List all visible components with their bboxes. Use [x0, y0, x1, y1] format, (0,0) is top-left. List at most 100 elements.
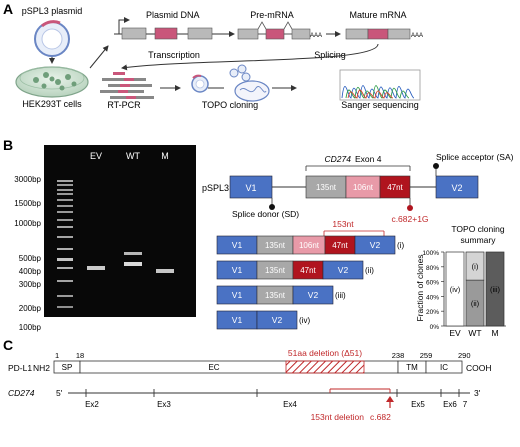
domain-ec: EC: [208, 363, 219, 372]
isoform-iv-label: (iv): [299, 316, 310, 325]
cooh-label: COOH: [466, 363, 492, 373]
position-290: 290: [458, 351, 471, 360]
position-18: 18: [76, 351, 84, 360]
plasmid-label: pSPL3 plasmid: [22, 6, 83, 16]
sanger-label: Sanger sequencing: [341, 100, 419, 110]
rt-pcr-icon: [100, 72, 154, 99]
agarose-gel-image: [44, 145, 196, 317]
five-prime-label: 5': [56, 388, 63, 398]
ladder-label-1000bp: 1000bp: [14, 219, 41, 228]
nt-deletion-label: 153nt deletion: [311, 412, 365, 422]
chart-y-axis-label: Fraction of clones: [415, 254, 425, 321]
transcription-label: Transcription: [148, 50, 200, 60]
construct-47: 47nt: [387, 183, 403, 192]
ladder-label-1500bp: 1500bp: [14, 199, 41, 208]
aa-deletion-label: 51aa deletion (Δ51): [288, 348, 362, 358]
isoform-i-106: 106nt: [299, 241, 320, 250]
x-category-label: M: [491, 328, 498, 338]
isoform-i-v1: V1: [232, 240, 243, 250]
isoform-iv-v1: V1: [232, 315, 243, 325]
cells-to-dna-arrow: [89, 45, 109, 69]
cell-dish-icon: [15, 66, 89, 98]
variant-label: c.682: [370, 412, 391, 422]
position-238: 238: [392, 351, 405, 360]
pre-mrna-polya: AAA: [310, 33, 322, 39]
three-prime-label: 3': [474, 388, 481, 398]
ladder-label-100bp: 100bp: [19, 323, 42, 332]
y-tick-label: 40%: [426, 294, 439, 301]
isoform-iii-135: 135nt: [265, 291, 286, 300]
isoform-ii-label: (ii): [365, 266, 374, 275]
bar-segment-label: (ii): [471, 299, 480, 308]
nh2-label: NH2: [33, 363, 50, 373]
y-tick-label: 60%: [426, 280, 439, 287]
gel-lane-wt: WT: [126, 151, 140, 161]
isoform-ii-v2: V2: [338, 265, 349, 275]
mature-mrna-label: Mature mRNA: [349, 10, 406, 20]
plasmid-dna-label: Plasmid DNA: [146, 10, 200, 20]
bar-segment-wt: [465, 251, 485, 281]
construct-v2: V2: [451, 183, 462, 193]
ladder-label-300bp: 300bp: [19, 280, 42, 289]
isoform-iv-v2: V2: [272, 315, 283, 325]
pre-mrna-label: Pre-mRNA: [250, 10, 294, 20]
isoform-iii-v1: V1: [232, 290, 243, 300]
isoform-iii: [216, 285, 334, 305]
vector-label: pSPL3: [202, 183, 229, 193]
gene-diagram: [68, 388, 470, 408]
exon-6-label: Ex6: [443, 400, 457, 409]
exon-7-label: 7: [463, 400, 468, 409]
gel-lane-m: M: [161, 151, 169, 161]
bar-segment-label: (i): [472, 262, 479, 271]
ladder-label-400bp: 400bp: [19, 267, 42, 276]
mature-mrna-polya: AAA: [411, 33, 423, 39]
exon-gene-label: CD274: [325, 154, 352, 164]
isoform-i: [216, 230, 396, 255]
position-1: 1: [55, 351, 59, 360]
protein-diagram: [53, 360, 463, 374]
gene-name: CD274: [8, 388, 35, 398]
y-tick-label: 0%: [430, 324, 440, 331]
mature-mrna-diagram: [345, 28, 411, 40]
construct-v1: V1: [245, 183, 256, 193]
plasmid-dna-diagram: [114, 17, 218, 40]
exon-number-label: Exon 4: [355, 154, 382, 164]
isoform-ii-47: 47nt: [300, 266, 316, 275]
isoform-ii-v1: V1: [232, 265, 243, 275]
y-tick-label: 20%: [426, 309, 439, 316]
splice-acceptor-label: Splice acceptor (SA): [436, 152, 514, 162]
panel-c-letter: C: [3, 337, 13, 353]
isoform-i-label: (i): [397, 241, 404, 250]
gel-lane-labels: EV WT M: [90, 151, 169, 161]
y-tick-label: 80%: [426, 265, 439, 272]
construct-135: 135nt: [316, 183, 337, 192]
y-tick-label: 100%: [422, 250, 439, 257]
domain-ic: IC: [440, 363, 448, 372]
isoform-iii-label: (iii): [335, 291, 346, 300]
panel-a-letter: A: [3, 1, 13, 17]
bar-segment-ev: [445, 251, 465, 327]
domain-sp: SP: [62, 363, 73, 372]
isoform-i-47: 47nt: [332, 241, 348, 250]
isoform-iv: [216, 310, 298, 330]
gel-lane-ev: EV: [90, 151, 102, 161]
return-arrow: [121, 43, 379, 71]
bar-segment-label: (iii): [490, 285, 500, 294]
bracket-153nt-label: 153nt: [332, 219, 354, 229]
chart-title-line2: summary: [461, 235, 497, 245]
bar-segment-m: [485, 251, 505, 327]
ladder-label-3000bp: 3000bp: [14, 175, 41, 184]
pspl3-construct: [229, 163, 479, 211]
domain-tm: TM: [406, 363, 418, 372]
isoform-i-v2: V2: [370, 240, 381, 250]
rt-pcr-label: RT-PCR: [107, 100, 141, 110]
gel-ladder-labels: 3000bp1500bp1000bp500bp400bp300bp200bp10…: [14, 175, 41, 332]
mutation-label: c.682+1G: [391, 214, 428, 224]
topo-cloning-icon: [191, 64, 270, 102]
exon-3-label: Ex3: [157, 400, 171, 409]
exon-4-label: Ex4: [283, 400, 297, 409]
topo-label: TOPO cloning: [202, 100, 258, 110]
ladder-label-200bp: 200bp: [19, 304, 42, 313]
exon-2-label: Ex2: [85, 400, 99, 409]
x-category-label: EV: [449, 328, 461, 338]
